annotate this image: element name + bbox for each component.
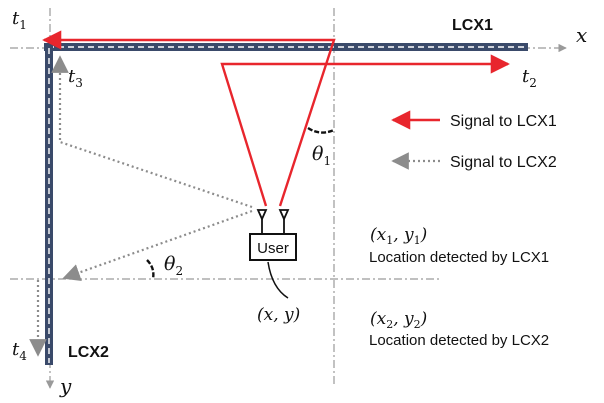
- location-lcx2-text: Location detected by LCX2: [369, 332, 549, 349]
- antenna-icon: [256, 209, 290, 234]
- t4-label: t4: [12, 339, 27, 363]
- theta1-label: θ1: [312, 143, 331, 168]
- lcx1-signals: [42, 30, 510, 207]
- location-lcx2: (x2, y2) Location detected by LCX2: [369, 309, 549, 349]
- theta2-label: θ2: [164, 253, 183, 278]
- location-lcx1: (x1, y1) Location detected by LCX1: [369, 225, 549, 266]
- signal-path-t4-branch: [62, 209, 253, 281]
- theta2-arc: [146, 259, 155, 280]
- location-lcx1-coordinate: (x1, y1): [370, 225, 427, 247]
- legend-signal1-label: Signal to LCX1: [450, 113, 557, 130]
- signal-path-t3-branch: [59, 140, 253, 209]
- t2-label: t2: [522, 66, 537, 90]
- lcx1-label: LCX1: [452, 17, 493, 34]
- location-lcx1-text: Location detected by LCX1: [369, 249, 549, 266]
- user-pointer-line: [267, 261, 289, 299]
- location-lcx2-coordinate: (x2, y2): [370, 309, 427, 331]
- lcx2-cable: [45, 43, 53, 365]
- user-label: User: [257, 240, 289, 257]
- lcx1-cable: [44, 43, 528, 51]
- legend: Signal to LCX1 Signal to LCX2: [391, 110, 557, 171]
- signal-path-t1: [42, 30, 336, 207]
- user-device: User (x, y): [249, 209, 300, 325]
- y-axis-label: y: [59, 374, 72, 398]
- t1-label: t1: [12, 8, 27, 32]
- lcx2-signals: [29, 55, 253, 357]
- x-axis-label: x: [576, 23, 587, 47]
- lcx2-label: LCX2: [68, 344, 109, 361]
- theta1-arc: [307, 126, 335, 134]
- t3-label: t3: [68, 66, 83, 90]
- signal-path-t2: [220, 54, 510, 207]
- user-box: [249, 233, 297, 261]
- user-coordinate: (x, y): [257, 305, 300, 325]
- legend-signal2-label: Signal to LCX2: [450, 154, 557, 171]
